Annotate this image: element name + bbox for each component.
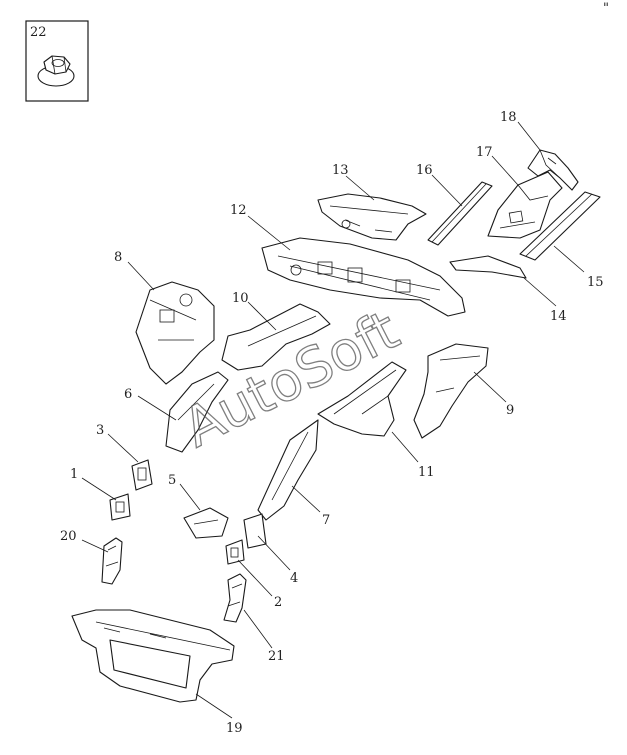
callout-12: 12 <box>230 203 247 218</box>
part-20-bracket <box>101 537 123 585</box>
callout-18: 18 <box>500 110 517 125</box>
corner-mark: " <box>603 1 609 16</box>
part-10-reinforcement <box>221 303 331 371</box>
part-12-dash-panel <box>261 237 466 317</box>
leader-lines <box>81 121 585 719</box>
part-17-panel <box>487 171 563 239</box>
callout-17: 17 <box>476 145 493 160</box>
callout-19: 19 <box>226 721 243 736</box>
callout-8: 8 <box>114 250 122 265</box>
flange-nut-icon <box>37 55 75 87</box>
part-3-plate <box>131 459 153 491</box>
callout-2: 2 <box>274 595 282 610</box>
part-1-plate <box>109 493 131 521</box>
part-19-radiator-support <box>71 609 235 703</box>
callout-22: 22 <box>30 25 47 40</box>
inset-box-part-22 <box>25 20 89 102</box>
part-4-bracket <box>243 513 267 549</box>
callout-4: 4 <box>290 571 298 586</box>
part-13-crossmember <box>317 193 427 241</box>
callout-1: 1 <box>70 467 78 482</box>
callout-5: 5 <box>168 473 176 488</box>
callout-10: 10 <box>232 291 249 306</box>
callout-3: 3 <box>96 423 104 438</box>
part-9-wheelhouse <box>413 343 489 439</box>
callout-20: 20 <box>60 529 77 544</box>
part-7-front-rail <box>257 419 319 521</box>
callout-9: 9 <box>506 403 514 418</box>
callout-11: 11 <box>418 465 435 480</box>
part-6-apron <box>165 371 229 453</box>
callout-labels: 22 18 17 16 13 12 8 10 15 14 9 6 3 11 1 … <box>30 25 604 736</box>
part-14-rail <box>449 255 527 279</box>
part-16-rail <box>427 181 493 246</box>
part-21-bracket <box>223 573 247 623</box>
part-15-rail <box>519 191 601 261</box>
callout-6: 6 <box>124 387 132 402</box>
part-2-plate <box>225 539 245 565</box>
callout-14: 14 <box>550 309 567 324</box>
callout-13: 13 <box>332 163 349 178</box>
callout-21: 21 <box>268 649 285 664</box>
part-18-bracket <box>527 149 579 191</box>
part-11-side-member <box>317 361 407 437</box>
part-8-wheelhouse <box>135 281 215 385</box>
callout-15: 15 <box>587 275 604 290</box>
callout-16: 16 <box>416 163 433 178</box>
part-5-cover <box>183 507 229 539</box>
callout-7: 7 <box>322 513 330 528</box>
